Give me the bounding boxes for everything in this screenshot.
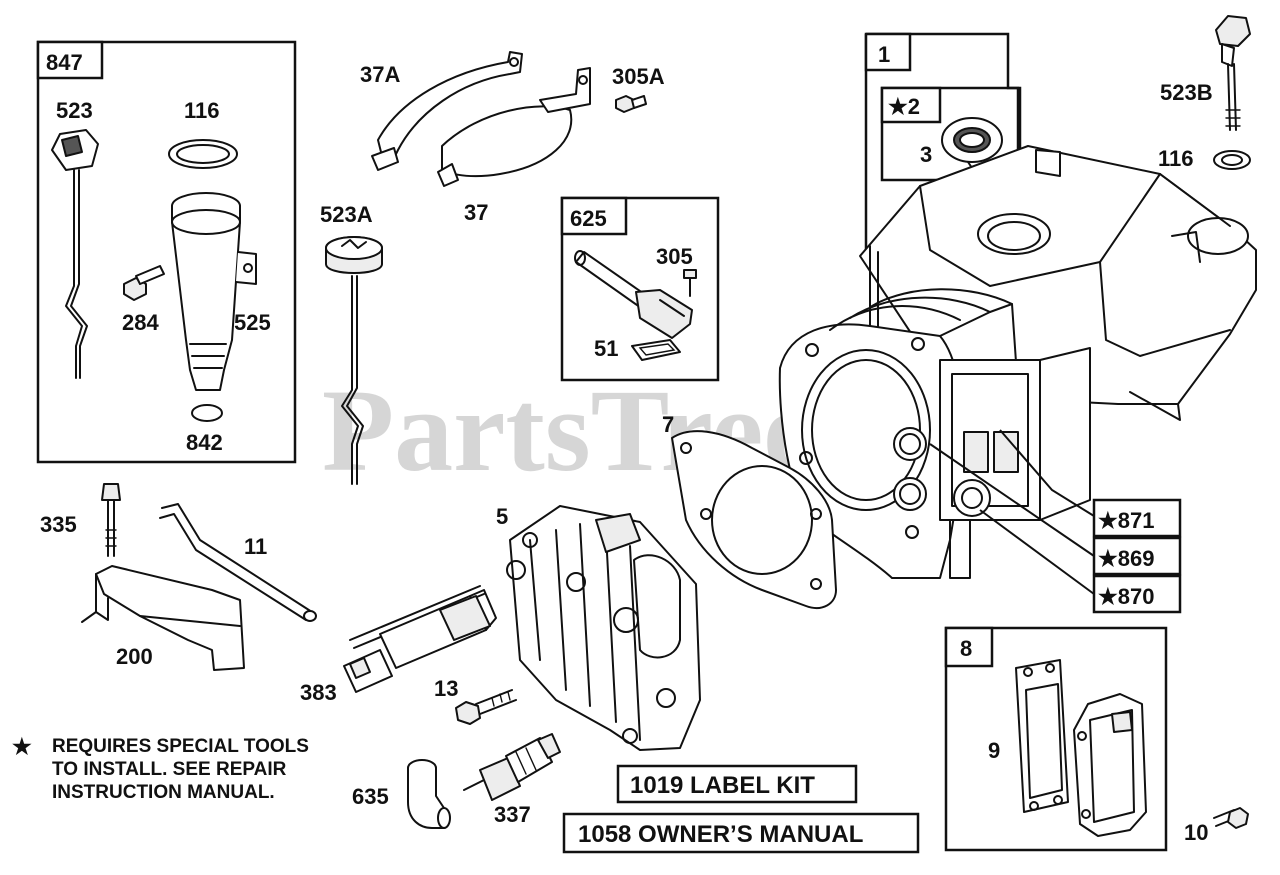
group-847-box [36,40,297,464]
part-305-label: 305 [656,244,693,269]
washer-116-drawing [1213,150,1251,170]
part-37A-label: 37A [360,62,400,87]
dipstick-523-drawing [51,129,99,379]
part-335-label: 335 [40,512,77,537]
part-842-label: 842 [186,430,223,455]
group-8-tag [944,626,994,668]
label-kit-box [616,764,858,804]
part-525-label: 525 [234,310,271,335]
shield-37A-drawing [371,51,523,171]
part-116-label: 116 [184,98,220,123]
label-kit-text: 1019 LABEL KIT [630,772,815,799]
group-2-tag [880,86,942,124]
part-11-label: 11 [244,534,267,559]
group-847: 847 523 116 525 284 8 [36,40,297,464]
spark-plug-337-drawing [463,733,561,801]
part-523A-label: 523A [320,202,373,227]
part-383-label: 383 [300,680,337,705]
starred-870-label: ★870 [1098,584,1154,609]
starred-869-label: ★869 [1098,546,1154,571]
screw-284-drawing [123,265,165,301]
cylinder-block-drawing [778,145,1257,579]
group-1-tag [864,32,912,72]
part-337-label: 337 [494,802,531,827]
part-37-label: 37 [464,200,488,225]
group-625-box [560,196,720,382]
group-847-tag [36,40,104,80]
part-523-label: 523 [56,98,93,123]
group-625-label: 625 [570,206,607,231]
group-2-label: ★2 [888,94,920,119]
part-305A-label: 305A [612,64,665,89]
owners-manual-box [562,812,920,854]
dipstick-523A-drawing [325,236,383,485]
starred-870-tag [1092,574,1182,614]
group-8-box [944,626,1168,852]
oring-842-drawing [191,404,223,422]
shield-37-drawing [437,67,591,187]
dipstick-523B-drawing [1215,15,1251,131]
part-5-label: 5 [496,504,508,529]
bracket-200-drawing [81,565,245,671]
group-1: 1 ★2 3 [778,32,1257,579]
screw-10-drawing [1213,807,1249,829]
starred-871-tag [1092,498,1182,538]
breather-tube-drawing [574,250,693,339]
part-116-right-label: 116 [1158,146,1194,171]
bolt-335-drawing [101,483,121,557]
group-625-tag [560,196,628,236]
group-8-label: 8 [960,636,972,661]
tube-11-drawing [159,503,317,622]
bolt-13-drawing [455,689,517,725]
part-3-label: 3 [920,142,932,167]
note-line-3: INSTRUCTION MANUAL. [52,782,275,803]
head-gasket-7-drawing [671,430,837,609]
screw-305A-drawing [615,95,647,113]
part-635-label: 635 [352,784,389,809]
tool-383-drawing [343,585,497,693]
group-625: 625 305 51 [560,196,720,382]
breather-cover-drawing [1073,693,1147,837]
group-8: 8 9 [944,626,1168,852]
note-star-icon: ★ [12,734,32,759]
note-line-1: REQUIRES SPECIAL TOOLS [52,736,309,757]
group-847-label: 847 [46,50,83,75]
part-9-label: 9 [988,738,1000,763]
part-13-label: 13 [434,676,458,701]
note-line-2: TO INSTALL. SEE REPAIR [52,759,287,780]
gasket-51-drawing [631,339,681,361]
part-10-label: 10 [1184,820,1208,845]
part-7-label: 7 [662,412,674,437]
cylinder-head-5-drawing [506,505,701,751]
fill-tube-525-drawing [171,192,257,391]
part-200-label: 200 [116,644,153,669]
part-51-label: 51 [594,336,618,361]
boot-635-drawing [407,759,451,829]
part-284-label: 284 [122,310,159,335]
owners-manual-text: 1058 OWNER’S MANUAL [578,821,863,848]
part-523B-label: 523B [1160,80,1213,105]
group-1-label: 1 [878,42,890,67]
gasket-9-drawing [1015,659,1069,813]
starred-871-label: ★871 [1098,508,1154,533]
